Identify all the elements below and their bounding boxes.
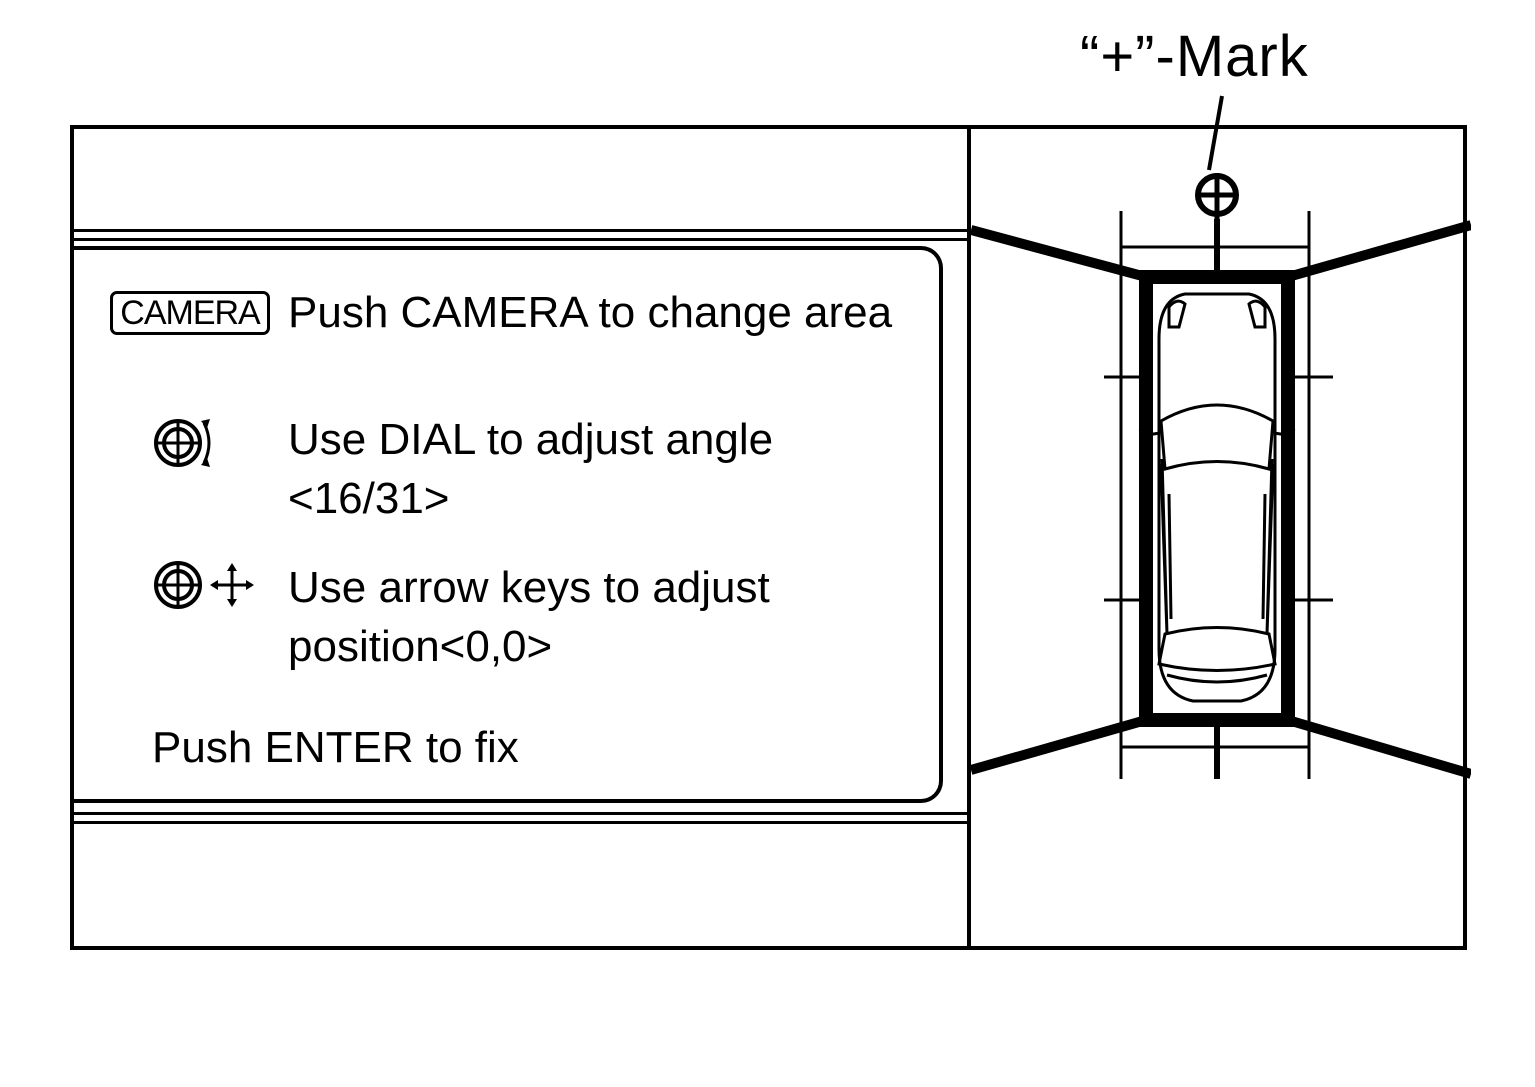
enter-instruction: Push ENTER to fix — [152, 723, 519, 772]
rear-left-guide — [969, 715, 1148, 775]
monitor-screen: CAMERA Push CAMERA to change area Use DI… — [70, 125, 1473, 950]
divider-bottom-a — [74, 812, 967, 815]
divider-top-b — [74, 238, 967, 241]
arrow-instruction-line2: position<0,0> — [288, 622, 553, 671]
dial-instruction-line2: <16/31> — [288, 474, 450, 523]
settings-pane: CAMERA Push CAMERA to change area Use DI… — [70, 129, 967, 946]
camera-button[interactable]: CAMERA — [110, 291, 270, 335]
dial-rotate-icon — [154, 419, 211, 467]
camera-view-pane — [967, 129, 1473, 946]
rear-right-guide — [1286, 715, 1473, 779]
instruction-panel — [70, 246, 943, 803]
vehicle-frame — [1139, 270, 1295, 727]
divider-top-a — [74, 229, 967, 232]
dial-instruction-line1: Use DIAL to adjust angle — [288, 415, 774, 464]
divider-bottom-b — [74, 821, 967, 824]
car-top-view-icon — [1138, 292, 1296, 703]
front-right-guide — [1286, 220, 1473, 282]
plus-mark-icon — [1195, 173, 1239, 219]
around-view-diagram — [969, 173, 1473, 779]
arrow-instruction-line1: Use arrow keys to adjust — [288, 563, 770, 612]
plus-mark-callout-label: “+”-Mark — [1080, 24, 1309, 89]
camera-instruction: Push CAMERA to change area — [288, 288, 893, 337]
front-left-guide — [969, 225, 1148, 282]
dial-arrows-icon — [154, 561, 254, 609]
